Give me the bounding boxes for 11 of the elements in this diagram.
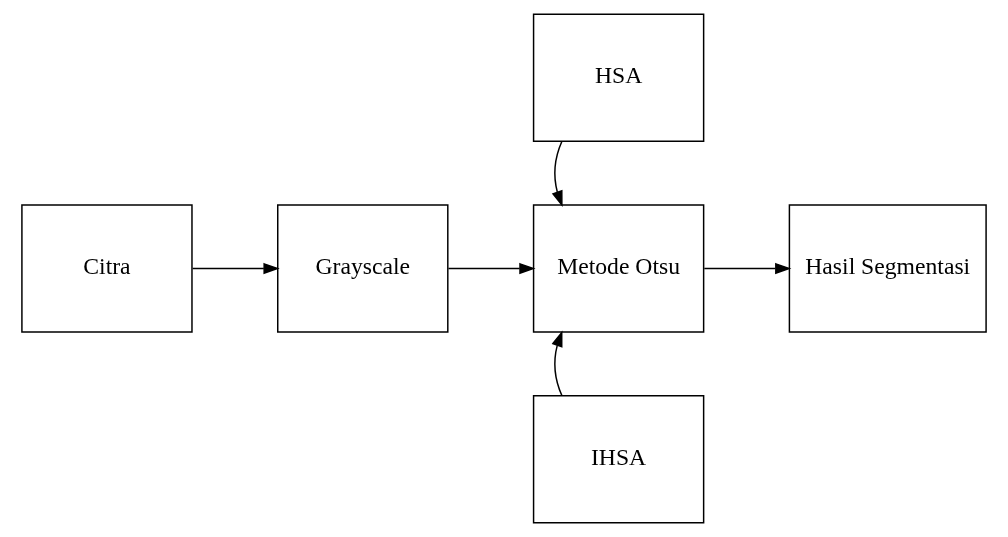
node-box: Grayscale <box>277 204 449 333</box>
node-box: Hasil Segmentasi <box>788 204 987 333</box>
arrow <box>447 262 536 275</box>
node-box: IHSA <box>532 394 705 524</box>
node-box: Citra <box>21 204 193 333</box>
node-box: HSA <box>532 13 705 143</box>
arrow <box>551 141 563 207</box>
node-box: Metode Otsu <box>532 204 705 333</box>
arrow <box>191 262 280 275</box>
arrow <box>703 262 792 275</box>
arrow <box>551 330 563 397</box>
